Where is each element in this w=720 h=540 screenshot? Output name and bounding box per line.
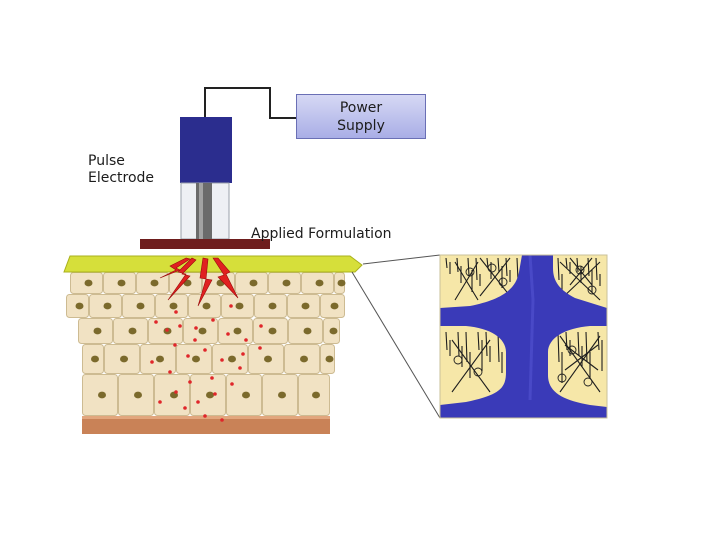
- power-supply-label-line1: Power: [339, 100, 383, 116]
- electrode-head: [180, 117, 232, 183]
- drug-particle: [238, 366, 242, 370]
- drug-particle: [241, 352, 245, 356]
- cell-nucleus: [202, 302, 211, 310]
- drug-particle: [203, 348, 207, 352]
- cell-nucleus: [300, 355, 308, 363]
- cell-nucleus: [315, 279, 324, 287]
- cell-nucleus: [235, 302, 244, 310]
- cell-nucleus: [98, 391, 106, 399]
- cell-nucleus: [249, 279, 258, 287]
- drug-particle: [211, 318, 215, 322]
- drug-particle: [183, 406, 187, 410]
- cell-nucleus: [228, 355, 236, 363]
- power-cable: [204, 87, 296, 119]
- drug-particle: [259, 324, 263, 328]
- drug-particle: [230, 382, 234, 386]
- drug-particle: [174, 390, 178, 394]
- pulse-electrode: [140, 117, 270, 249]
- cell-nucleus: [169, 302, 178, 310]
- drug-particle: [158, 400, 162, 404]
- drug-particle: [168, 370, 172, 374]
- cell-nucleus: [330, 302, 339, 310]
- dermis-base: [82, 416, 330, 434]
- drug-particle: [165, 328, 169, 332]
- cell-nucleus: [301, 302, 310, 310]
- formulation-layer: [63, 255, 363, 273]
- drug-particle: [174, 310, 178, 314]
- zoom-line-top: [362, 254, 441, 265]
- cell-nucleus: [282, 279, 291, 287]
- drug-particle: [244, 338, 248, 342]
- cell-nucleus: [264, 355, 272, 363]
- drug-particles: [150, 304, 263, 422]
- power-supply-label-line2: Supply: [337, 118, 385, 134]
- drug-particle: [193, 338, 197, 342]
- cell-nucleus: [84, 279, 93, 287]
- drug-particle: [186, 354, 190, 358]
- drug-particle: [213, 392, 217, 396]
- drug-particle: [196, 400, 200, 404]
- drug-particle: [220, 358, 224, 362]
- pulse-electrode-label-line1: Pulse: [88, 153, 125, 169]
- aqueous-pore-channel: [440, 255, 607, 418]
- skin-section: [63, 255, 363, 434]
- drug-particle: [258, 346, 262, 350]
- cell-nucleus: [117, 279, 126, 287]
- cell-nucleus: [75, 302, 84, 310]
- pulse-electrode-label: Pulse Electrode: [88, 153, 154, 187]
- cell-nucleus: [278, 391, 286, 399]
- cell-nucleus: [303, 327, 312, 335]
- drug-particle: [203, 414, 207, 418]
- epidermis-cells: [66, 272, 346, 416]
- cell-nucleus: [242, 391, 250, 399]
- electrode-rod-highlight: [199, 183, 203, 239]
- cell-nucleus: [136, 302, 145, 310]
- drug-particle: [210, 376, 214, 380]
- cell-nucleus: [91, 355, 99, 363]
- cell-nucleus: [233, 327, 242, 335]
- cell-nucleus: [268, 302, 277, 310]
- cell-nucleus: [329, 327, 338, 335]
- pore-inset: [439, 254, 608, 419]
- cell-nucleus: [198, 327, 207, 335]
- drug-particle: [194, 326, 198, 330]
- cell-nucleus: [93, 327, 102, 335]
- drug-particle: [229, 304, 233, 308]
- cell-nucleus: [150, 279, 159, 287]
- drug-particle: [154, 320, 158, 324]
- cell-nucleus: [120, 355, 128, 363]
- cell-nucleus: [128, 327, 137, 335]
- drug-particle: [220, 418, 224, 422]
- cell-nucleus: [134, 391, 142, 399]
- electrode-pad: [140, 239, 270, 249]
- cell-nucleus: [325, 355, 334, 363]
- cell-nucleus: [103, 302, 112, 310]
- drug-particle: [173, 343, 177, 347]
- cell-nucleus: [337, 279, 346, 287]
- pulse-bolts: [159, 257, 239, 307]
- power-supply-box: Power Supply: [296, 94, 426, 139]
- cell-nucleus: [192, 355, 200, 363]
- drug-particle: [178, 324, 182, 328]
- zoom-line-bottom: [351, 271, 441, 419]
- cell-nucleus: [206, 391, 214, 399]
- drug-particle: [150, 360, 154, 364]
- applied-formulation-label: Applied Formulation: [251, 226, 392, 242]
- pulse-electrode-label-line2: Electrode: [88, 170, 155, 186]
- electrode-rod: [196, 183, 212, 239]
- cell-nucleus: [268, 327, 277, 335]
- drug-particle: [188, 380, 192, 384]
- drug-particle: [226, 332, 230, 336]
- cell-nucleus: [312, 391, 320, 399]
- cell-nucleus: [156, 355, 164, 363]
